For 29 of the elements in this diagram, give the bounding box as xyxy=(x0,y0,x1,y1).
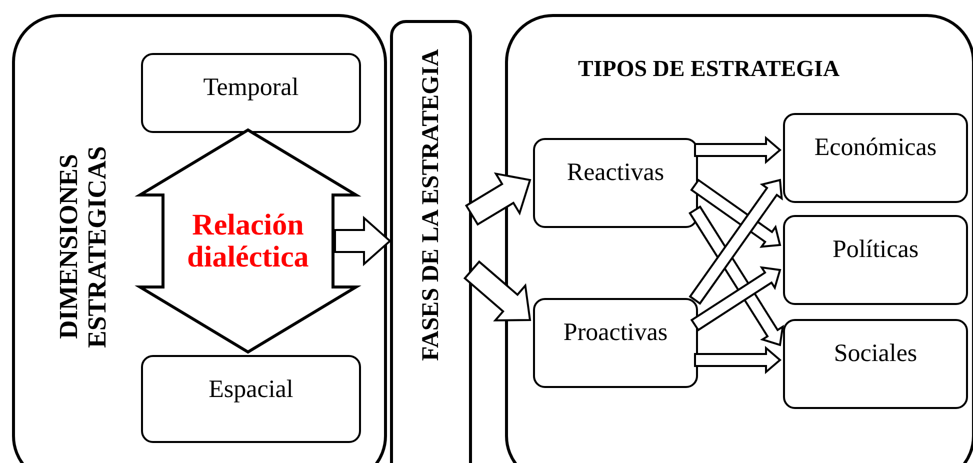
rounded-box xyxy=(783,319,968,409)
box-label: Reactivas xyxy=(566,160,664,185)
block-arrow xyxy=(134,128,362,354)
rounded-box xyxy=(141,53,361,133)
panel-title: DIMENSIONES ESTRATEGICAS xyxy=(55,145,112,350)
panel-title: TIPOS DE ESTRATEGIA xyxy=(578,57,840,80)
box-label: Temporal xyxy=(203,75,299,100)
box-label: Políticas xyxy=(832,237,919,262)
rounded-column xyxy=(390,20,472,463)
block-arrow xyxy=(464,172,532,226)
block-arrow xyxy=(688,178,783,305)
rounded-box xyxy=(533,138,698,228)
edge-label: Relación dialéctica xyxy=(186,210,310,272)
block-arrow xyxy=(690,266,782,332)
block-arrow xyxy=(334,216,392,266)
block-arrow xyxy=(694,346,782,374)
rounded-box xyxy=(783,215,968,305)
block-arrow xyxy=(694,136,782,164)
rounded-box xyxy=(783,113,968,203)
rounded-panel xyxy=(12,14,387,463)
box-label: Económicas xyxy=(814,135,937,160)
box-label: Espacial xyxy=(208,377,294,402)
box-label: Proactivas xyxy=(563,320,668,345)
column-title: FASES DE LA ESTRATEGIA xyxy=(419,49,443,361)
rounded-panel xyxy=(505,14,973,463)
box-label: Sociales xyxy=(834,341,918,366)
block-arrow xyxy=(463,260,532,322)
rounded-box xyxy=(141,355,361,443)
rounded-box xyxy=(533,298,698,388)
